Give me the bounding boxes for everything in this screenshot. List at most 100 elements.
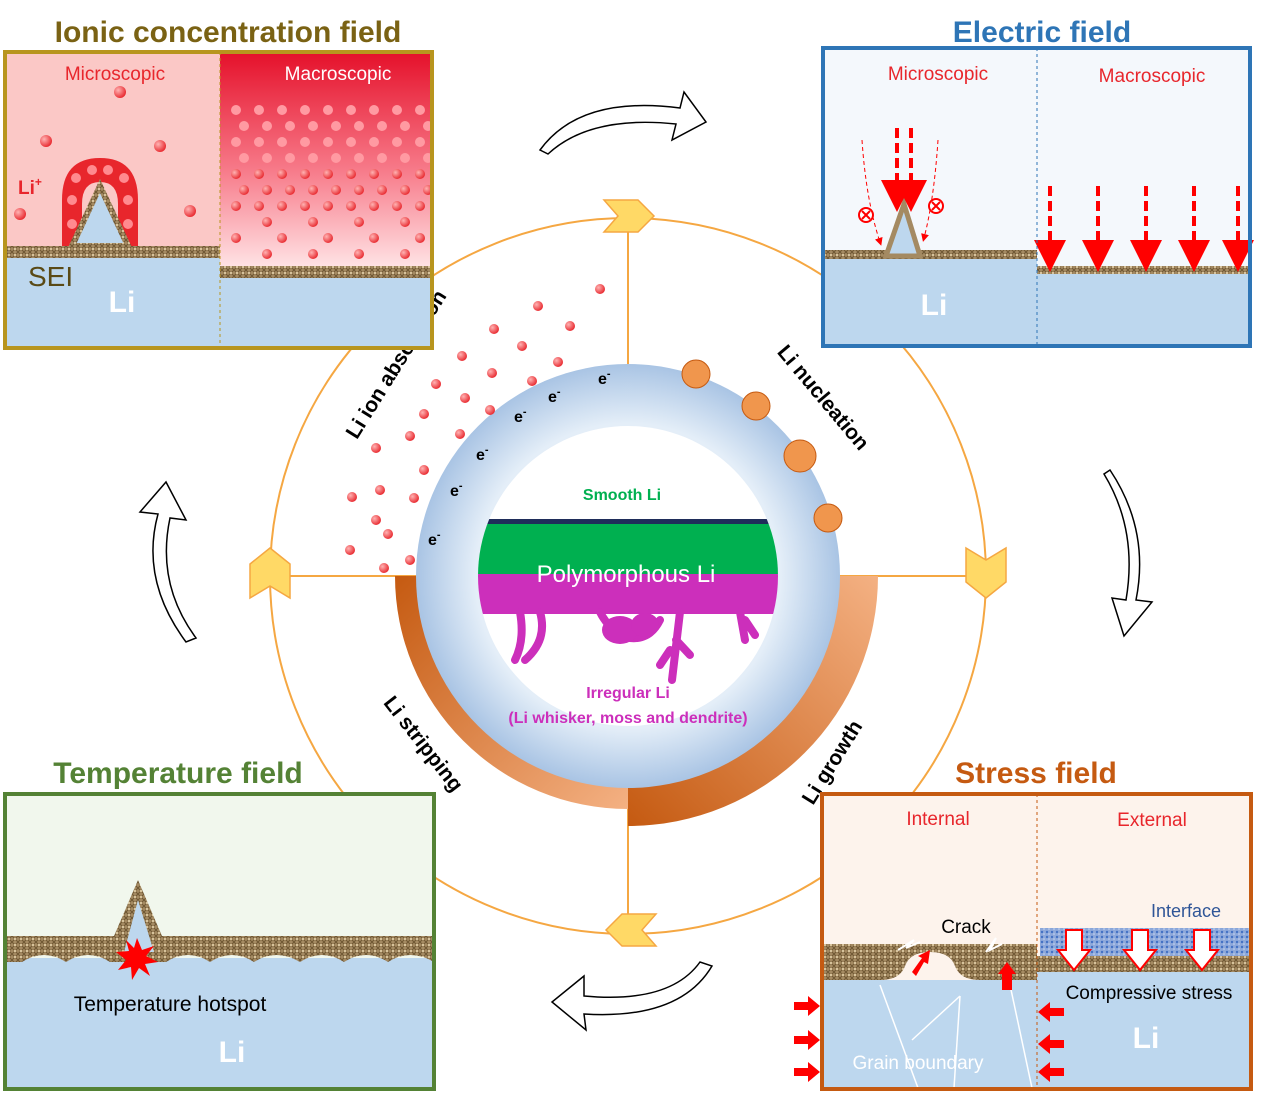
li-ion xyxy=(262,249,272,259)
li-ion xyxy=(392,201,402,211)
li-ion xyxy=(346,105,356,115)
li-ion xyxy=(277,233,287,243)
li-ion xyxy=(379,563,389,573)
li-ion xyxy=(375,485,385,495)
stress-field-panel: Stress field Internal xyxy=(794,757,1253,1091)
li-ion xyxy=(345,545,355,555)
crack-lines xyxy=(897,937,1003,953)
stress-li-internal xyxy=(823,980,1037,1088)
li-ion xyxy=(231,137,241,147)
stress-frame xyxy=(820,792,1253,1091)
flow-arrow-bottom xyxy=(550,961,714,1032)
li-ion xyxy=(346,137,356,147)
li-ion xyxy=(123,195,133,205)
li-ion xyxy=(254,201,264,211)
li-ion xyxy=(331,185,341,195)
li-ion xyxy=(254,105,264,115)
irregular-li-label: Irregular Li xyxy=(586,685,670,702)
li-ion xyxy=(323,137,333,147)
absorption-ions xyxy=(345,284,605,573)
li-ion xyxy=(331,153,341,163)
temperature-frame xyxy=(3,792,436,1091)
li-ion xyxy=(419,465,429,475)
smooth-li-label: Smooth Li xyxy=(583,487,661,504)
li-ion xyxy=(87,165,97,175)
li-ion xyxy=(533,301,543,311)
blocked-icons xyxy=(858,198,944,223)
micro-ions xyxy=(14,86,196,229)
li-ion xyxy=(415,233,425,243)
stress-field-title: Stress field xyxy=(955,757,1117,790)
micro-field-lines xyxy=(881,128,927,212)
li-ion xyxy=(300,201,310,211)
li-ion xyxy=(354,153,364,163)
li-ion xyxy=(457,351,467,361)
li-ion xyxy=(323,201,333,211)
li-ion xyxy=(517,341,527,351)
li-ion xyxy=(371,515,381,525)
compressive-arrows xyxy=(1055,929,1221,972)
li-ion xyxy=(553,357,563,367)
li-ion xyxy=(371,443,381,453)
li-ion xyxy=(308,249,318,259)
li-ion-label: Li+ xyxy=(18,175,42,199)
electric-li-macro xyxy=(1037,272,1250,346)
ionic-sei-macro xyxy=(220,266,432,278)
li-ion xyxy=(377,153,387,163)
li-ion xyxy=(455,429,465,439)
li-ion xyxy=(405,555,415,565)
li-ion xyxy=(400,217,410,227)
smooth-li-layer xyxy=(478,524,778,574)
li-ion xyxy=(377,121,387,131)
ionic-frame xyxy=(3,50,434,350)
li-ion xyxy=(300,105,310,115)
smooth-li-line xyxy=(478,519,778,524)
li-ion xyxy=(460,393,470,403)
ionic-concentration-panel: Ionic concentration field Microscopic Ma… xyxy=(3,16,434,350)
li-ion xyxy=(262,121,272,131)
li-ion xyxy=(308,153,318,163)
electric-sei-micro xyxy=(823,250,1037,259)
li-ion xyxy=(323,169,333,179)
li-ion xyxy=(300,137,310,147)
cycle-diagram: e-e-e-e-e-e- Smooth Li Polymorphous Li I… xyxy=(249,199,1007,947)
flow-arrow-right xyxy=(1102,468,1154,638)
li-ion xyxy=(400,185,410,195)
li-ion xyxy=(262,217,272,227)
li-ion xyxy=(419,409,429,419)
flow-arrows xyxy=(138,90,1154,1032)
li-ion xyxy=(323,105,333,115)
li-ion xyxy=(285,121,295,131)
li-ion xyxy=(369,201,379,211)
electric-field-panel: Electric field Microscopic Macroscopic L… xyxy=(821,16,1254,348)
li-ion xyxy=(409,493,419,503)
li-ion xyxy=(14,208,26,220)
chevron-right xyxy=(965,546,1007,599)
li-ion xyxy=(392,105,402,115)
ionic-micro-label: Microscopic xyxy=(65,64,165,85)
li-ion xyxy=(405,431,415,441)
li-ion xyxy=(119,173,129,183)
chevron-bottom xyxy=(604,913,658,947)
temperature-li-label: Li xyxy=(219,1036,246,1069)
li-ion xyxy=(354,249,364,259)
growth-arc xyxy=(628,576,878,826)
li-ion xyxy=(489,324,499,334)
interface-label: Interface xyxy=(1151,901,1221,921)
electric-sei-macro xyxy=(1037,266,1250,274)
li-ion xyxy=(415,137,425,147)
li-ion xyxy=(346,169,356,179)
li-ion xyxy=(262,153,272,163)
li-ion xyxy=(331,121,341,131)
internal-stress-arrows xyxy=(794,950,1064,1082)
li-ion xyxy=(300,169,310,179)
ionic-macro-label: Macroscopic xyxy=(285,64,392,85)
li-ion xyxy=(40,135,52,147)
irregular-li-detail: (Li whisker, moss and dendrite) xyxy=(508,710,747,727)
li-ion xyxy=(231,233,241,243)
chevron-top xyxy=(602,199,656,233)
li-ion xyxy=(231,105,241,115)
li-ion xyxy=(67,195,77,205)
ionic-sei-micro xyxy=(6,246,220,258)
